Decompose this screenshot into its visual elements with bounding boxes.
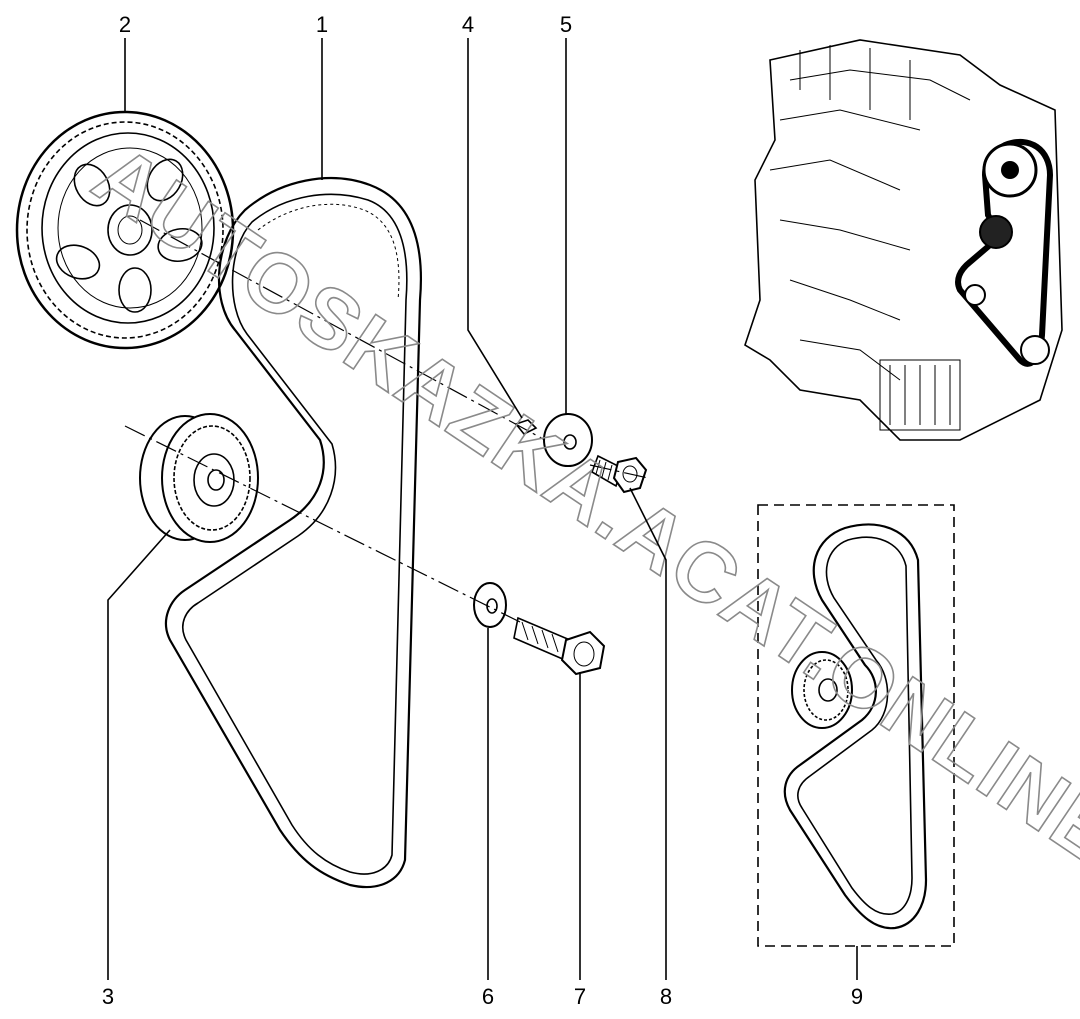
camshaft-sprocket: [15, 110, 235, 350]
camshaft-axis-line: [139, 219, 546, 441]
callout-1: 1: [316, 12, 328, 37]
belt-kit-group: [757, 504, 955, 947]
bolt: [513, 616, 606, 676]
woodruff-key: [514, 419, 538, 436]
timing-belt: [164, 177, 422, 889]
callout-6: 6: [482, 984, 494, 1009]
callout-9: 9: [851, 984, 863, 1009]
tensioner-roller: [139, 413, 259, 543]
callout-3: 3: [102, 984, 114, 1009]
callout-2: 2: [119, 12, 131, 37]
leader-lines: [107, 38, 858, 980]
washer: [473, 582, 507, 628]
sprocket-bolt: [591, 454, 648, 494]
callout-4: 4: [462, 12, 474, 37]
camshaft-washer: [543, 413, 593, 467]
engine-inset-illustration: [744, 39, 1063, 441]
tensioner-axis-line: [124, 425, 521, 623]
callout-7: 7: [574, 984, 586, 1009]
callout-5: 5: [560, 12, 572, 37]
callout-8: 8: [660, 984, 672, 1009]
